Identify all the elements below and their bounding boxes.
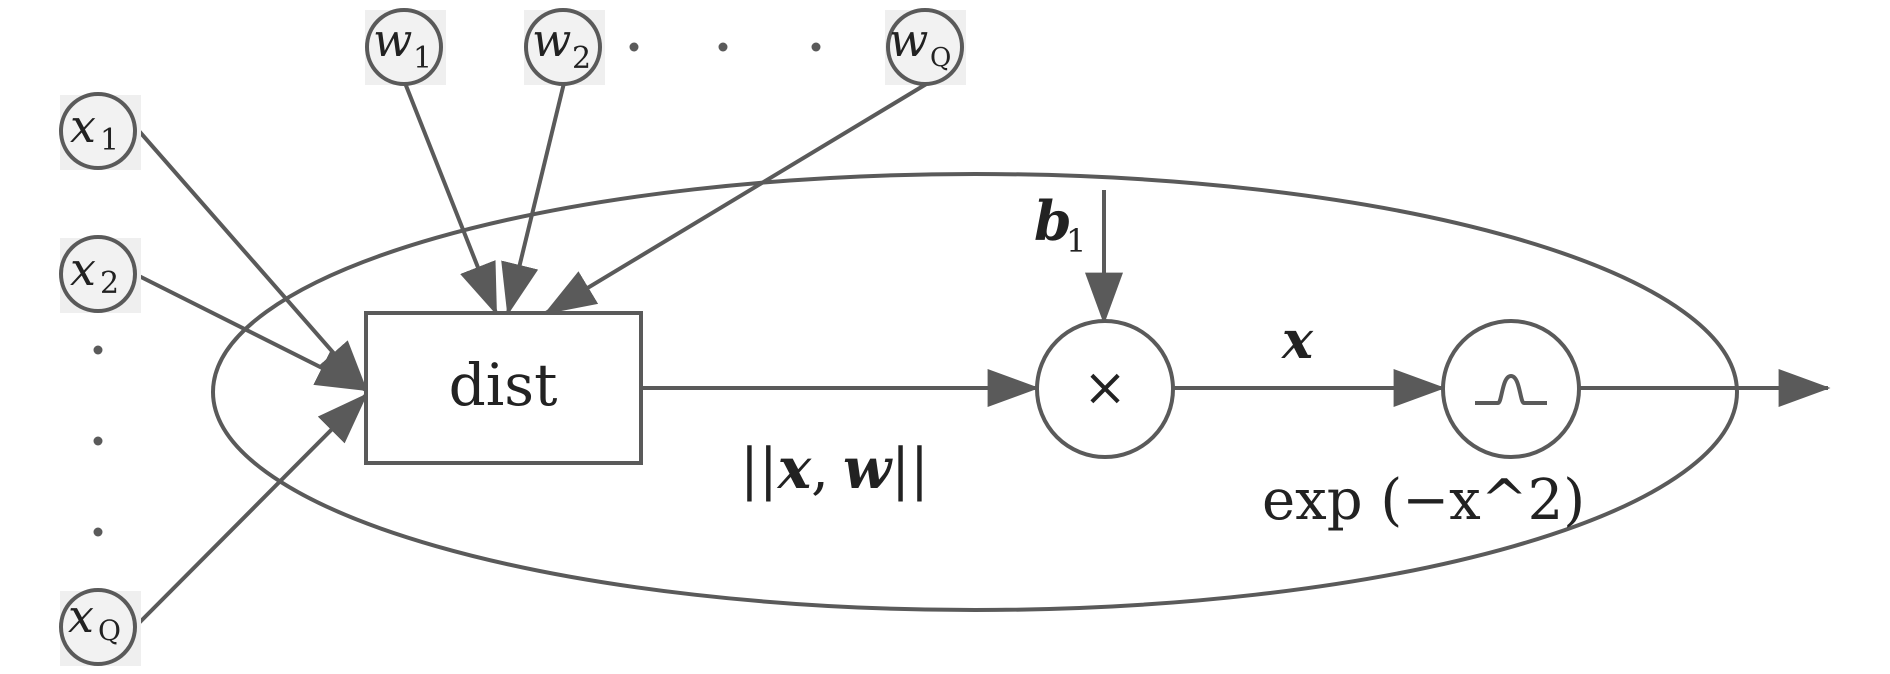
input-xq-subscript: Q (98, 614, 121, 647)
arrow-wq-to-dist (543, 81, 930, 315)
distance-output-comma: , (811, 437, 829, 502)
neuron-boundary (211, 172, 1739, 612)
distance-output-w: w (843, 436, 893, 502)
bias-subscript: 1 (1066, 222, 1086, 260)
dist-block-label: dist (449, 351, 558, 419)
multiply-node: × (1035, 319, 1175, 459)
arrow-w1-to-dist (403, 82, 498, 316)
input-node-x2: x 2 (59, 235, 141, 313)
arrow-x1-to-dist (137, 129, 368, 392)
input-x1-symbol: x (70, 99, 96, 153)
arrow-xq-to-dist (137, 393, 368, 625)
input-node-xq: x Q (59, 588, 141, 666)
activation-label: exp (−x^2) (1262, 468, 1585, 533)
weight-wq-subscript: Q (930, 43, 951, 73)
arrow-w2-to-dist (501, 82, 566, 316)
dist-block: dist (364, 311, 643, 465)
weight-node-w2: w 2 (524, 8, 605, 86)
bias-symbol: b (1034, 189, 1072, 253)
input-x1-subscript: 1 (100, 123, 119, 158)
input-ellipsis-dot (93, 436, 103, 446)
arrow-x2-to-dist (138, 274, 369, 392)
weight-node-wq: w Q (885, 8, 966, 86)
multiply-icon: × (1083, 358, 1127, 418)
input-node-x1: x 1 (59, 92, 141, 170)
input-xq-symbol: x (68, 589, 94, 643)
weight-ellipsis-dot (811, 42, 821, 52)
input-ellipsis-dot (93, 527, 103, 537)
distance-output-x: x (777, 436, 812, 502)
input-x2-symbol: x (70, 242, 96, 296)
weight-wq-symbol: w (889, 13, 928, 67)
input-ellipsis-dot (93, 345, 103, 355)
weight-ellipsis-dot (718, 42, 728, 52)
weight-w1-subscript: 1 (413, 41, 432, 76)
weight-w1-symbol: w (373, 13, 412, 67)
product-label: x (1281, 310, 1314, 371)
distance-output-suffix: || (891, 437, 929, 502)
input-x2-subscript: 2 (100, 266, 119, 301)
distance-output-label: ||x,w|| (740, 436, 929, 502)
weight-node-w1: w 1 (365, 8, 446, 86)
gaussian-bump-icon (1475, 373, 1547, 405)
weight-w2-subscript: 2 (572, 41, 591, 76)
weight-ellipsis-dot (629, 42, 639, 52)
activation-node (1441, 319, 1581, 459)
weight-w2-symbol: w (532, 13, 571, 67)
distance-output-prefix: || (740, 437, 778, 502)
